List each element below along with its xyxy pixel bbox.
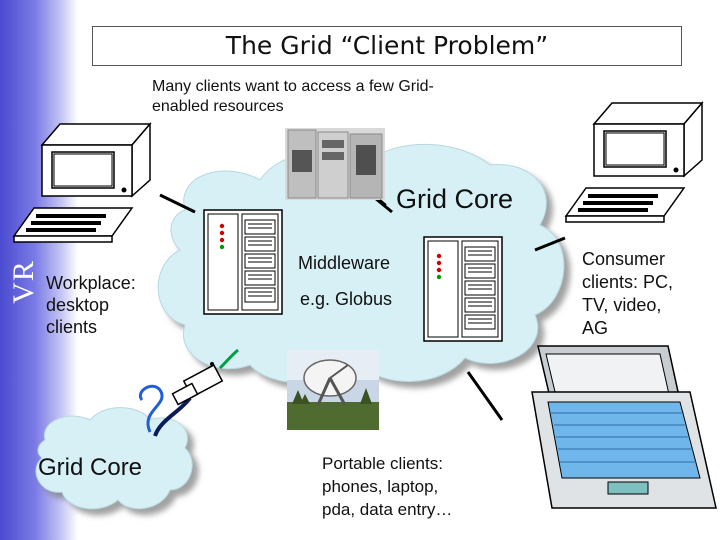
desktop-computer-icon — [564, 100, 704, 223]
portable-line-1: Portable clients: — [322, 454, 443, 473]
portable-label: Portable clients: phones, laptop, pda, d… — [322, 452, 452, 521]
link-laptop — [466, 371, 504, 421]
slide-title: The Grid “Client Problem” — [225, 31, 549, 60]
portable-line-2: phones, laptop, — [322, 477, 439, 496]
grid-core-secondary-label: Grid Core — [38, 454, 143, 481]
workplace-line-2: desktop — [46, 295, 110, 315]
workplace-label: Workplace: desktop clients — [46, 272, 136, 338]
laptop-icon — [531, 345, 717, 509]
supercomputer-icon — [285, 128, 385, 200]
globus-label: e.g. Globus — [300, 289, 393, 309]
consumer-line-1: Consumer — [582, 249, 666, 269]
workplace-line-3: clients — [46, 317, 98, 337]
consumer-line-4: AG — [582, 318, 609, 338]
consumer-line-3: TV, video, — [582, 295, 662, 315]
consumer-label: Consumer clients: PC, TV, video, AG — [582, 248, 673, 340]
desktop-computer-icon — [12, 121, 152, 243]
middleware-label: Middleware — [298, 253, 391, 273]
grid-core-cloud-small — [35, 407, 193, 510]
server-rack-icon — [423, 236, 503, 342]
cable-plug-icon — [138, 348, 239, 437]
consumer-line-2: clients: PC, — [582, 272, 674, 292]
grid-core-label: Grid Core — [396, 184, 514, 214]
server-rack-icon — [203, 209, 283, 315]
radio-telescope-icon — [287, 350, 379, 430]
subtitle-line-1: Many clients want to access a few Grid- — [152, 78, 434, 95]
link-desktop-right — [534, 236, 566, 252]
subtitle-line-2: enabled resources — [152, 98, 284, 115]
link-desktop-left — [159, 193, 196, 214]
portable-line-3: pda, data entry… — [322, 500, 453, 519]
workplace-line-1: Workplace: — [46, 273, 136, 293]
title-box: The Grid “Client Problem” — [92, 26, 682, 66]
link-telescope — [379, 199, 387, 206]
link-top-center — [374, 196, 393, 214]
